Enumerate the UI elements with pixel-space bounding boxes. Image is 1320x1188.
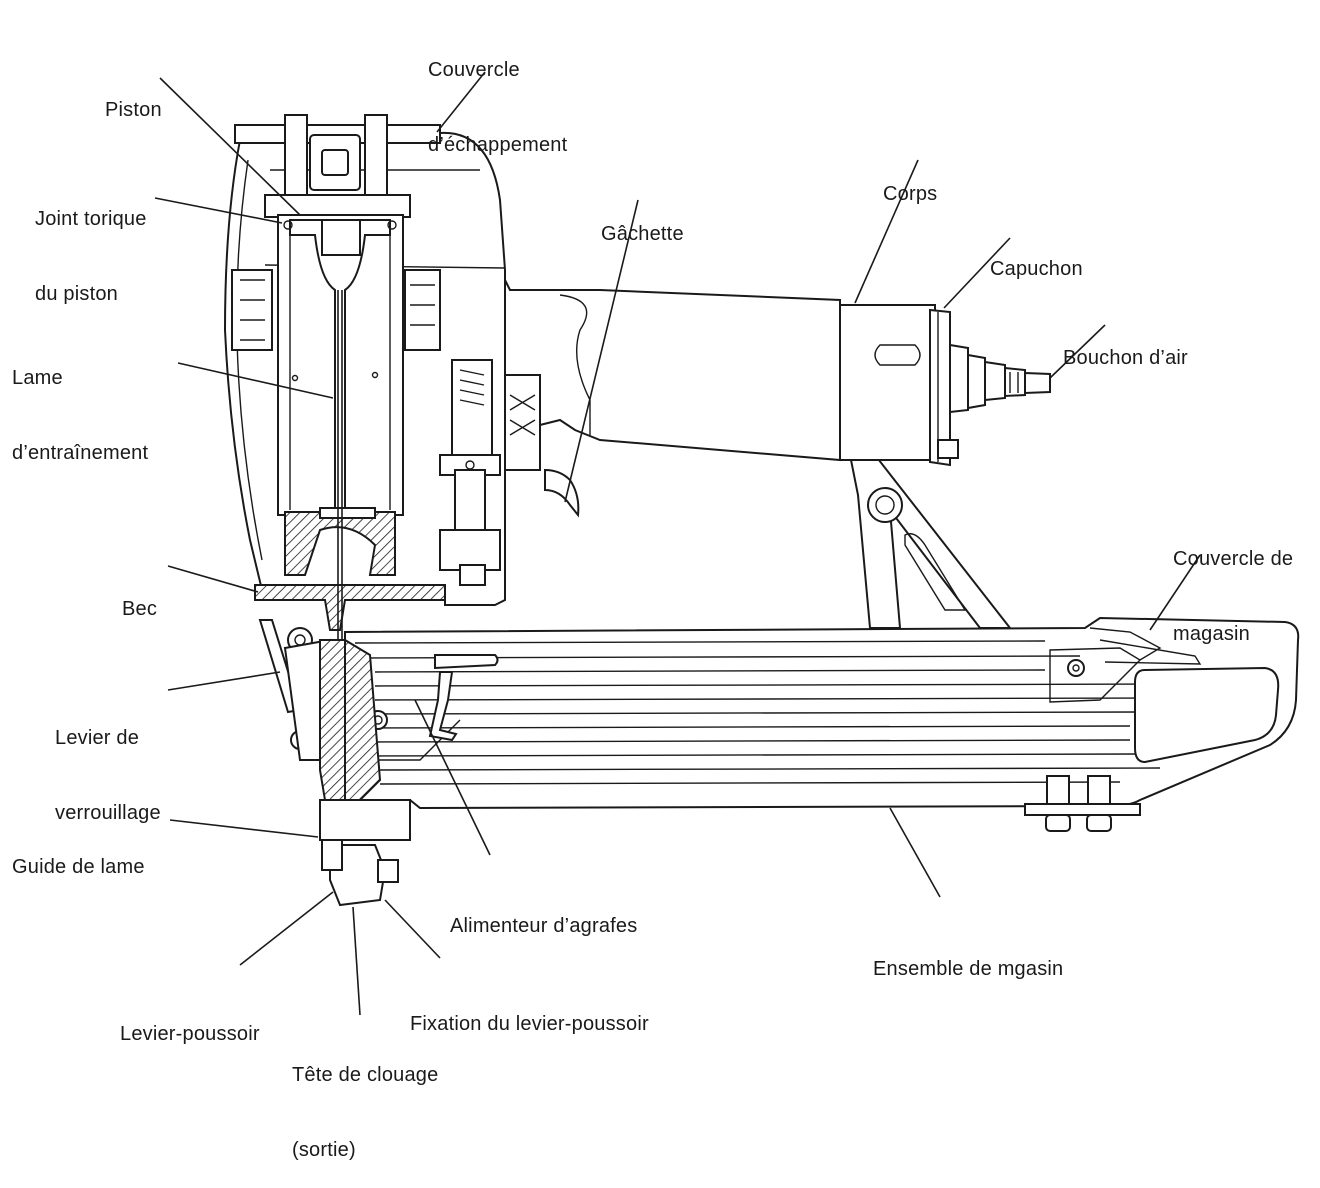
- leader-joint-torique: [154, 197, 283, 224]
- label-line: Capuchon: [990, 258, 1083, 280]
- label-lame-entrainement: Lame d’entraînement: [12, 316, 148, 491]
- leader-lines: [154, 71, 1201, 1016]
- label-ensemble-magasin: Ensemble de mgasin: [873, 907, 1063, 1007]
- handle-body: [499, 269, 1051, 467]
- leader-capuchon: [943, 237, 1011, 309]
- label-line: Bec: [122, 598, 158, 620]
- magazine-assembly: [344, 616, 1300, 832]
- label-line: Levier-poussoir: [120, 1023, 260, 1045]
- label-line: Levier de: [55, 727, 140, 749]
- leader-levier-poussoir: [239, 891, 334, 966]
- label-bouchon-air: Bouchon d’air: [1063, 296, 1188, 396]
- label-guide-lame: Guide de lame: [12, 805, 145, 905]
- label-fixation-levier: Fixation du levier-poussoir: [410, 962, 649, 1062]
- label-line: Couvercle de: [1173, 548, 1294, 570]
- label-line: Lame: [12, 367, 63, 389]
- label-levier-verrouillage: Levier de verrouillage: [55, 676, 161, 851]
- label-line: Couvercle: [428, 59, 520, 81]
- label-gachette: Gâchette: [601, 172, 684, 272]
- tool-cross-section: [154, 71, 1300, 1016]
- label-line: Piston: [105, 99, 162, 121]
- label-line: Fixation du levier-poussoir: [410, 1013, 649, 1035]
- front-mechanism: [258, 619, 411, 907]
- leader-gachette: [564, 199, 639, 503]
- label-line: d’entraînement: [12, 442, 149, 464]
- label-line: Ensemble de mgasin: [873, 958, 1064, 980]
- label-line: du piston: [35, 283, 118, 305]
- trigger-valve: [439, 359, 580, 586]
- leader-lame: [177, 362, 334, 399]
- leader-corps: [854, 159, 919, 304]
- leader-fixation: [384, 899, 441, 959]
- label-capuchon: Capuchon: [990, 207, 1083, 307]
- leader-ensemble-magasin: [889, 807, 941, 898]
- label-line: Tête de clouage: [292, 1064, 439, 1086]
- label-levier-poussoir: Levier-poussoir: [120, 972, 260, 1072]
- label-line: Gâchette: [601, 223, 684, 245]
- cylinder-housing: [223, 114, 506, 640]
- label-piston: Piston: [105, 48, 162, 148]
- bracket: [848, 446, 1013, 629]
- label-line: Bouchon d’air: [1063, 347, 1188, 369]
- leader-tete-clouage: [352, 906, 361, 1016]
- label-line: d’échappement: [428, 134, 568, 156]
- leader-bec: [167, 565, 259, 593]
- label-line: Alimenteur d’agrafes: [450, 915, 638, 937]
- label-bec: Bec: [122, 547, 157, 647]
- nailer-diagram: Couvercle d’échappement Piston Joint tor…: [12, 8, 1300, 1161]
- label-alimenteur: Alimenteur d’agrafes: [450, 864, 637, 964]
- label-couvercle-echappement: Couvercle d’échappement: [428, 8, 567, 183]
- leader-piston: [159, 77, 301, 216]
- label-couvercle-magasin: Couvercle de magasin: [1173, 497, 1293, 672]
- label-corps: Corps: [883, 132, 937, 232]
- leader-guide-lame: [169, 819, 319, 838]
- leader-levier-verrouillage: [167, 671, 281, 691]
- label-line: magasin: [1173, 623, 1250, 645]
- label-line: verrouillage: [55, 802, 161, 824]
- label-joint-torique: Joint torique du piston: [35, 157, 147, 332]
- label-line: Corps: [883, 183, 938, 205]
- label-line: Guide de lame: [12, 856, 145, 878]
- leader-alimenteur: [414, 699, 491, 856]
- label-line: (sortie): [292, 1139, 356, 1161]
- leader-bouchon-air: [1049, 324, 1106, 379]
- leader-couvercle-echappement: [436, 71, 486, 133]
- label-line: Joint torique: [35, 208, 147, 230]
- leader-couvercle-magasin: [1149, 554, 1201, 631]
